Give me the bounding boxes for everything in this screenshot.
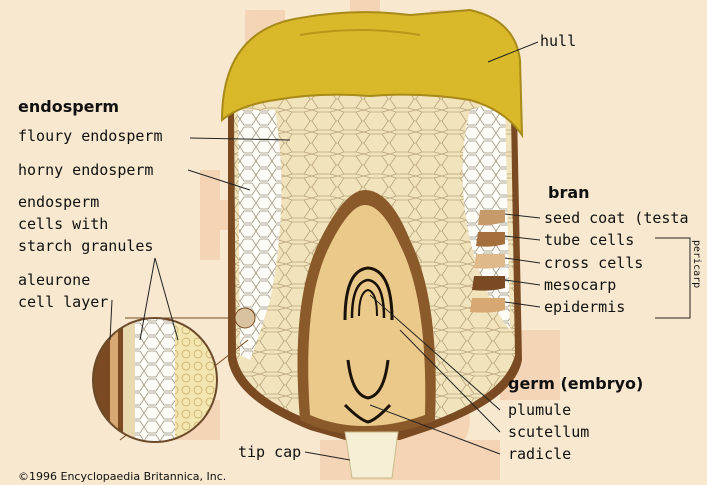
label-plumule: plumule: [508, 401, 571, 419]
kernel: [222, 10, 522, 478]
tip-cap: [345, 432, 398, 478]
label-horny-endosperm: horny endosperm: [18, 161, 153, 179]
label-epidermis: epidermis: [544, 298, 625, 316]
heading-germ: germ (embryo): [508, 374, 643, 393]
label-aleurone-2: cell layer: [18, 293, 108, 311]
label-pericarp: pericarp: [691, 240, 702, 288]
label-endosperm-cells-1: endosperm: [18, 193, 99, 211]
label-aleurone-1: aleurone: [18, 271, 90, 289]
heading-bran: bran: [548, 183, 590, 202]
copyright: ©1996 Encyclopaedia Britannica, Inc.: [18, 470, 226, 483]
label-scutellum: scutellum: [508, 423, 589, 441]
label-endosperm-cells-3: starch granules: [18, 237, 153, 255]
label-floury-endosperm: floury endosperm: [18, 127, 163, 145]
label-hull: hull: [540, 32, 576, 50]
heading-endosperm: endosperm: [18, 97, 119, 116]
label-radicle: radicle: [508, 445, 571, 463]
label-cross-cells: cross cells: [544, 254, 643, 272]
label-tip-cap: tip cap: [238, 443, 301, 461]
label-endosperm-cells-2: cells with: [18, 215, 108, 233]
label-seed-coat: seed coat (testa: [544, 209, 689, 227]
label-mesocarp: mesocarp: [544, 276, 616, 294]
label-tube-cells: tube cells: [544, 231, 634, 249]
